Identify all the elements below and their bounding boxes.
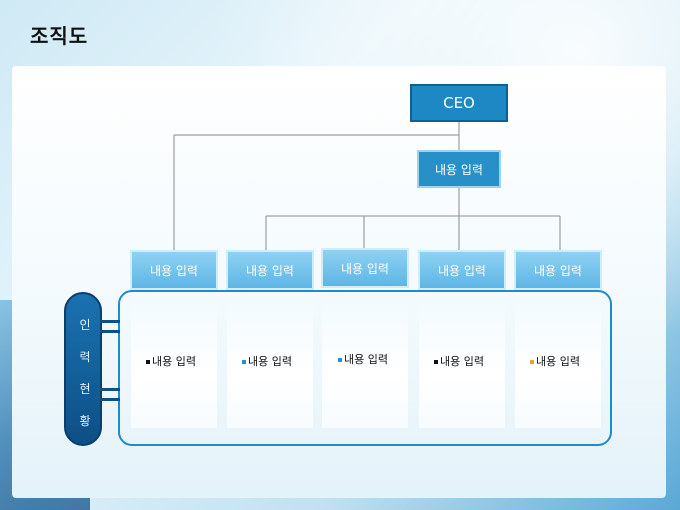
staff-item-1[interactable]: 내용 입력 [146,353,196,369]
staff-column-5 [515,296,601,428]
department-box-5[interactable]: 내용 입력 [514,250,602,290]
staff-label-pill: 인 력 현 황 [64,292,102,446]
staff-column-4 [419,296,505,428]
department-box-1[interactable]: 내용 입력 [130,250,218,290]
slide-title: 조직도 [30,24,89,48]
pill-connector-3 [100,388,120,391]
department-box-3[interactable]: 내용 입력 [321,248,409,288]
ceo-box[interactable]: CEO [410,84,508,122]
staff-frame [118,290,612,446]
staff-item-5[interactable]: 내용 입력 [530,353,580,369]
staff-label-char-2: 력 [79,350,91,364]
department-box-2[interactable]: 내용 입력 [226,250,314,290]
department-box-4[interactable]: 내용 입력 [418,250,506,290]
staff-label-char-1: 인 [79,318,91,332]
pill-connector-4 [100,398,120,401]
bullet-icon [146,360,150,364]
staff-column-1 [131,296,217,428]
staff-label-char-4: 황 [79,414,91,428]
staff-column-2 [227,296,313,428]
staff-column-3 [322,296,408,428]
bullet-icon [530,360,534,364]
staff-item-2[interactable]: 내용 입력 [242,353,292,369]
staff-label-char-3: 현 [79,382,91,396]
staff-item-4[interactable]: 내용 입력 [434,353,484,369]
bullet-icon [434,360,438,364]
pill-connector-2 [100,330,120,333]
pill-connector-1 [100,320,120,323]
bullet-icon [338,358,342,362]
sub-box[interactable]: 내용 입력 [417,150,501,188]
staff-item-3[interactable]: 내용 입력 [338,351,388,367]
bullet-icon [242,360,246,364]
